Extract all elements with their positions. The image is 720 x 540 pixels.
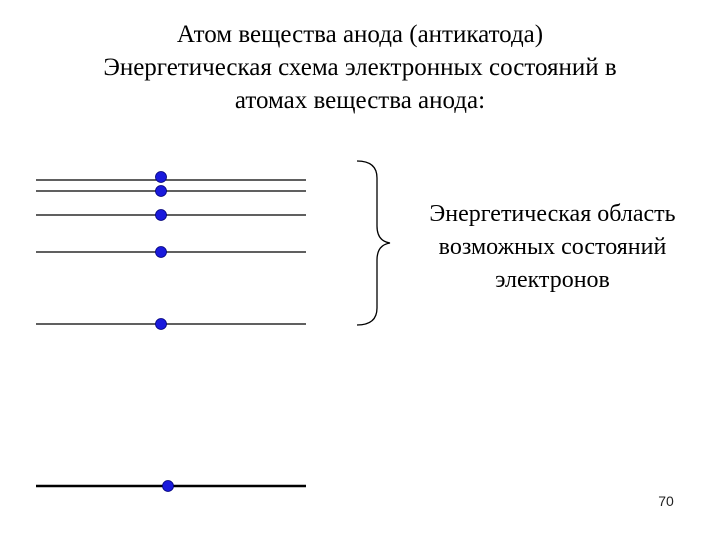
slide-title: Атом вещества анода (антикатода) Энергет… [0, 18, 720, 117]
curly-brace [356, 160, 391, 326]
title-line-1: Атом вещества анода (антикатода) [176, 21, 544, 48]
title-line-3: атомах вещества анода: [234, 87, 486, 114]
title-line-2: Энергетическая схема электронных состоян… [103, 54, 617, 81]
energy-region-label: Энергетическая область возможных состоян… [400, 198, 705, 297]
electron-dot [155, 246, 167, 258]
electron-dot [155, 185, 167, 197]
region-label-line-2: возможных состояний [438, 234, 667, 260]
electron-dot [155, 318, 167, 330]
page-number: 70 [658, 493, 674, 509]
region-label-line-1: Энергетическая область [429, 201, 676, 227]
region-label-line-3: электронов [495, 267, 610, 293]
electron-dot [155, 171, 167, 183]
electron-dot [155, 209, 167, 221]
electron-dot [162, 480, 174, 492]
